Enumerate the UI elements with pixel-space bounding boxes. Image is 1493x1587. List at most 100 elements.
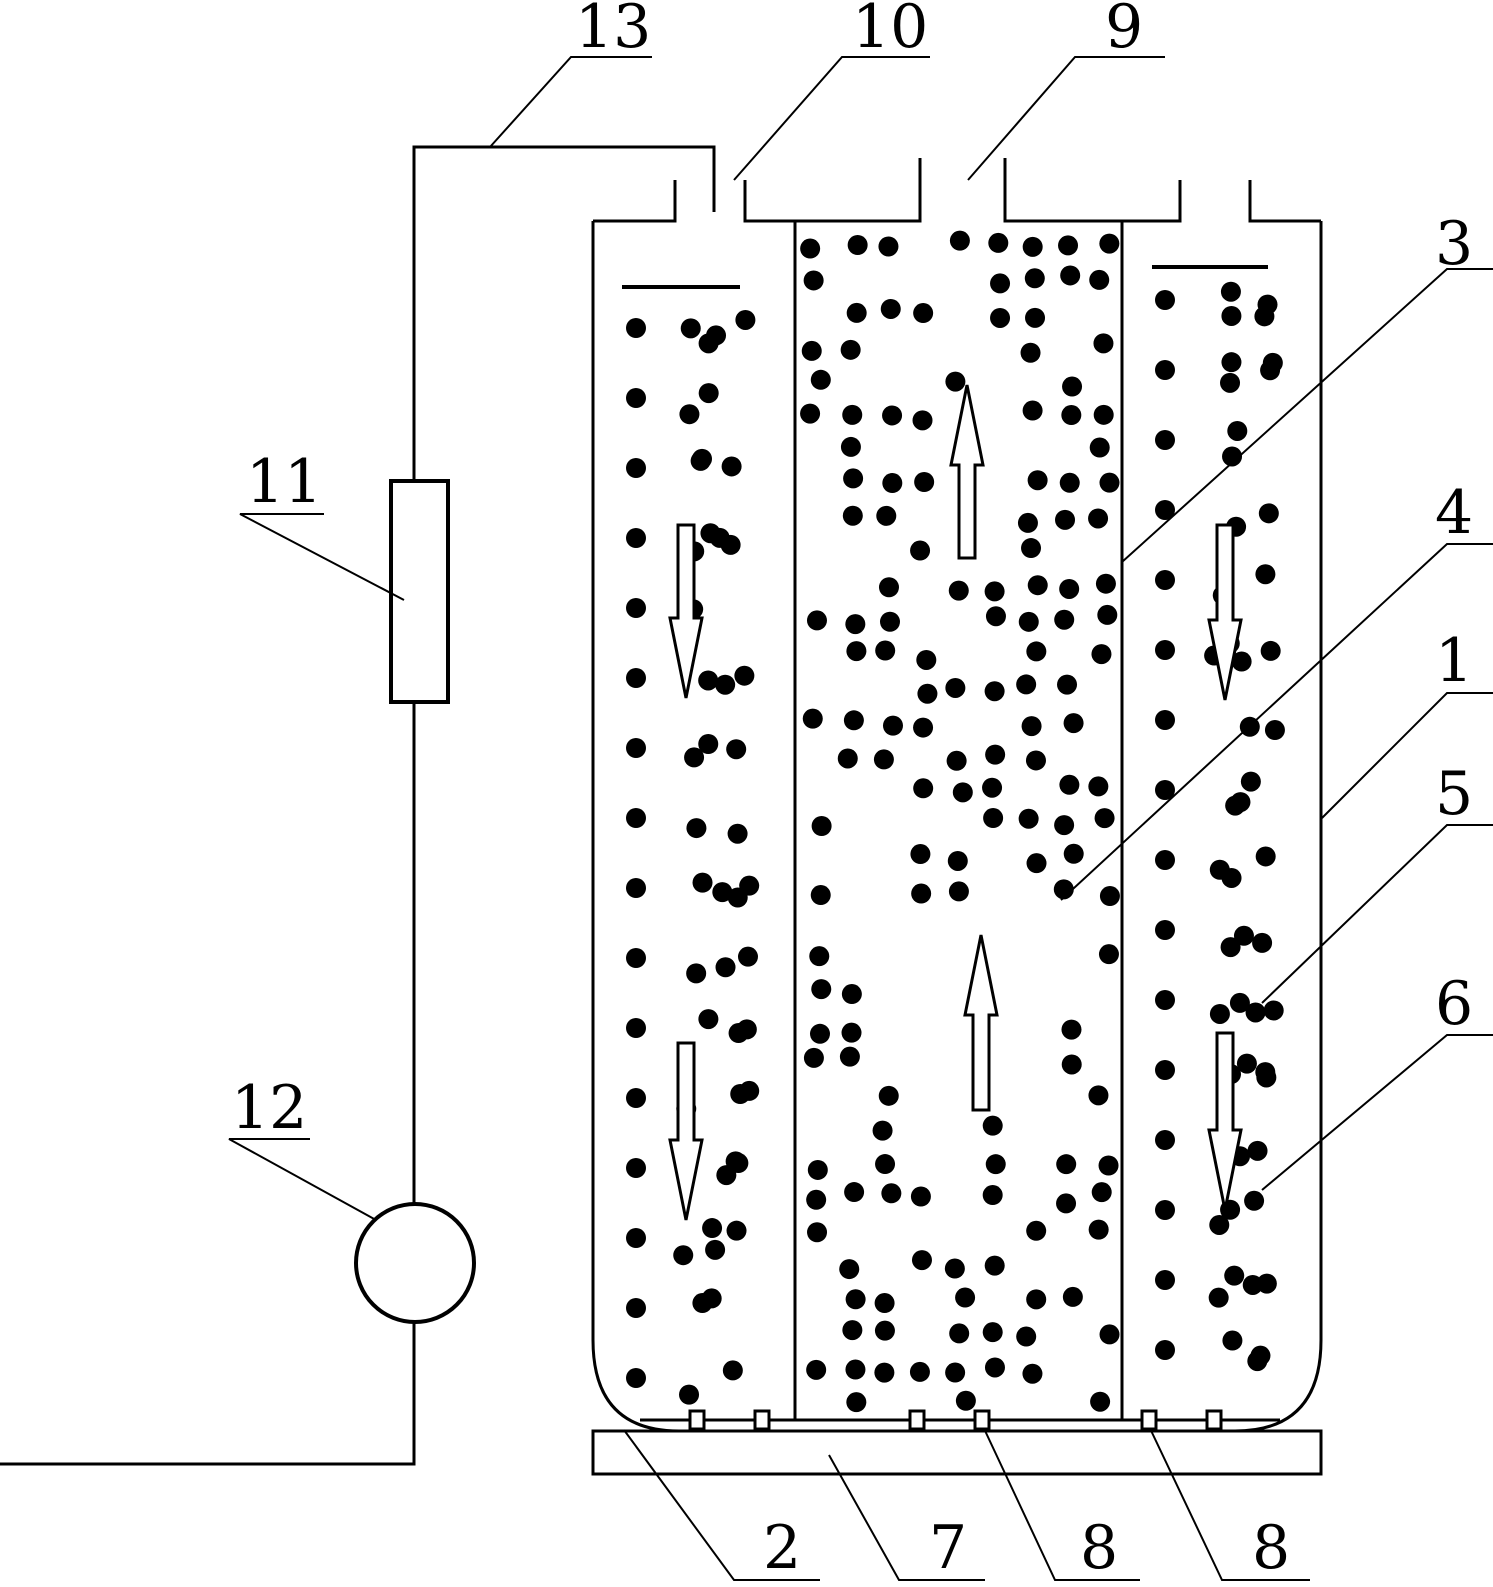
nozzles xyxy=(688,1409,1223,1431)
particle xyxy=(1099,1324,1120,1345)
top-lid-left xyxy=(593,180,677,223)
particle xyxy=(843,468,864,489)
particle xyxy=(626,1298,646,1318)
particle xyxy=(947,850,968,871)
particle xyxy=(1016,1326,1037,1347)
particle xyxy=(1224,1265,1245,1286)
particle xyxy=(1061,1054,1082,1075)
particle xyxy=(1054,815,1075,836)
particle xyxy=(909,1361,930,1382)
top-lid-far-right xyxy=(1248,180,1321,223)
particle xyxy=(845,1359,866,1380)
particle xyxy=(1020,342,1041,363)
particle xyxy=(844,1182,865,1203)
particle xyxy=(1229,992,1250,1013)
particle xyxy=(1097,604,1118,625)
particle xyxy=(1239,716,1260,737)
particle xyxy=(1233,925,1254,946)
particle xyxy=(944,1258,965,1279)
particle xyxy=(626,1088,646,1108)
particle xyxy=(948,881,969,902)
particle xyxy=(1245,1002,1266,1023)
particle xyxy=(1061,405,1082,426)
leader-lines xyxy=(228,56,1493,1581)
particle xyxy=(809,946,830,967)
particle xyxy=(702,1218,723,1239)
particle xyxy=(1095,573,1116,594)
particle xyxy=(626,738,646,758)
particle xyxy=(845,1289,866,1310)
particle xyxy=(949,230,970,251)
particle xyxy=(874,1320,895,1341)
particle xyxy=(984,681,1005,702)
particle xyxy=(1018,611,1039,632)
particle xyxy=(1209,1003,1230,1024)
particle xyxy=(1089,269,1110,290)
particle xyxy=(875,640,896,661)
particle xyxy=(806,610,827,631)
particle xyxy=(739,875,760,896)
label-2: 2 xyxy=(763,1513,801,1583)
particle xyxy=(739,1080,760,1101)
particle xyxy=(715,674,736,695)
particle xyxy=(626,458,646,478)
particle xyxy=(727,823,748,844)
particle xyxy=(847,235,868,256)
particle xyxy=(878,577,899,598)
particle xyxy=(626,1368,646,1388)
particle xyxy=(1054,609,1075,630)
particle xyxy=(800,403,821,424)
particle xyxy=(983,808,1004,829)
particle xyxy=(945,1362,966,1383)
particle xyxy=(800,238,821,259)
particle xyxy=(722,1360,743,1381)
particle xyxy=(1260,640,1281,661)
top-lid-middle xyxy=(743,158,922,223)
particle xyxy=(1094,808,1115,829)
particle xyxy=(948,580,969,601)
particle xyxy=(803,1047,824,1068)
particle xyxy=(1056,1193,1077,1214)
particle xyxy=(1155,1130,1175,1150)
base-chamber xyxy=(591,1429,1323,1476)
label-1: 1 xyxy=(1435,626,1473,696)
particle xyxy=(846,1392,867,1413)
particle xyxy=(955,1287,976,1308)
particle xyxy=(984,1357,1005,1378)
particle xyxy=(914,471,935,492)
particle xyxy=(1053,879,1074,900)
callout-labels: 1 2 3 4 5 6 7 8 8 9 10 11 12 13 xyxy=(231,0,1473,1583)
particle xyxy=(910,844,931,865)
particle xyxy=(1222,446,1243,467)
particle xyxy=(684,747,705,768)
particle xyxy=(913,717,934,738)
particle xyxy=(673,1245,694,1266)
particle xyxy=(1091,1182,1112,1203)
label-7: 7 xyxy=(929,1513,967,1583)
particle xyxy=(810,885,831,906)
particle xyxy=(1025,750,1046,771)
particle xyxy=(1059,578,1080,599)
flow-arrow-up xyxy=(949,384,985,560)
particle xyxy=(809,1023,830,1044)
particle xyxy=(1255,1062,1276,1083)
particle xyxy=(1250,1345,1271,1366)
label-12: 12 xyxy=(231,1073,307,1143)
particle xyxy=(1088,1219,1109,1240)
particle xyxy=(1057,674,1078,695)
particle xyxy=(726,739,747,760)
particle xyxy=(698,670,719,691)
particle xyxy=(802,708,823,729)
label-10: 10 xyxy=(852,0,928,62)
particle xyxy=(911,883,932,904)
particle xyxy=(1098,944,1119,965)
particle xyxy=(843,710,864,731)
label-3: 3 xyxy=(1435,209,1473,279)
nozzle xyxy=(973,1409,991,1431)
particle xyxy=(840,339,861,360)
particle xyxy=(1098,1155,1119,1176)
particle xyxy=(872,1120,893,1141)
particle xyxy=(1242,1274,1263,1295)
particle xyxy=(626,528,646,548)
particle xyxy=(679,1384,700,1405)
